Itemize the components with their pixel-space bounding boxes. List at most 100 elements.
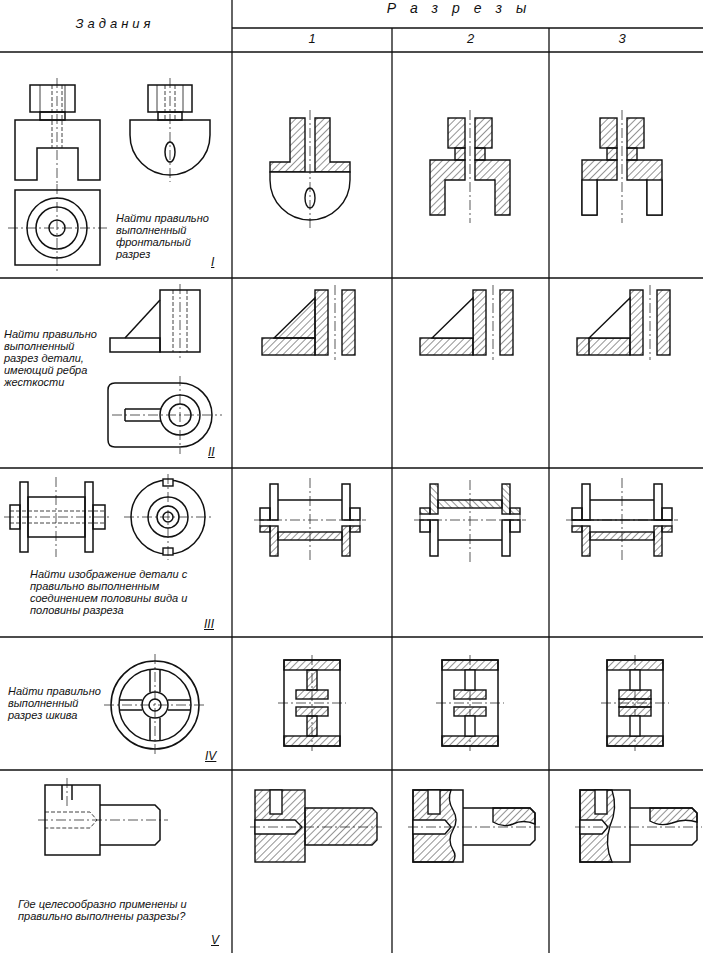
answer-three-sections (254, 478, 678, 562)
task-three-views-part (10, 511, 105, 512)
answer-five-sections-part-part (250, 827, 382, 828)
task-one-views-part (40, 85, 41, 112)
task-one-views-part (170, 78, 171, 182)
answer-four-sections (278, 655, 669, 751)
task-one-views-part (157, 85, 158, 112)
task-five-view (38, 778, 168, 855)
answer-five-sections (250, 790, 702, 862)
answer-five-sections-part-part (413, 790, 463, 862)
answer-four-sections-part (601, 655, 669, 751)
answer-two-sections-part-part (420, 285, 513, 360)
answer-four-sections-part (278, 655, 346, 751)
answer-five-sections-part-part (270, 790, 282, 814)
task-text: Найти правильно выполненный фронтальный … (116, 212, 226, 260)
answer-one-sections-part (270, 110, 350, 228)
task-four-view-part (119, 699, 142, 701)
task-two-views-part (173, 290, 174, 352)
task-five-view-part (71, 785, 73, 800)
task-text: Найти изображение детали с правильно вып… (30, 568, 212, 616)
answer-five-sections-part-part (413, 790, 456, 862)
answer-one-sections (270, 110, 662, 228)
task-one-views-part (40, 112, 65, 120)
task-four-view-part (155, 654, 156, 756)
answer-four-sections-part-part (278, 655, 346, 751)
answer-four-sections-part-part (436, 655, 504, 751)
task-one-views-part (8, 228, 107, 229)
answer-three-sections-part (254, 478, 366, 562)
task-one-views-part (62, 85, 63, 148)
task-number: III (204, 618, 230, 630)
task-four-view-part (159, 669, 161, 692)
answer-five-sections-part-part (650, 808, 697, 825)
answer-four-sections-part-part (307, 670, 317, 690)
answer-five-sections-part (408, 790, 540, 862)
task-number: I (211, 256, 229, 268)
task-two-views-part (108, 383, 212, 447)
answer-five-sections-part-part (428, 790, 440, 814)
answer-four-sections-part-part (465, 716, 475, 736)
column-header: Задания (20, 18, 210, 30)
task-four-view-part (119, 709, 142, 711)
answer-four-sections-part-part (630, 670, 640, 690)
answer-two-sections-part-part (432, 298, 473, 338)
task-two-views-part (125, 420, 161, 422)
task-three-views-part (168, 474, 169, 560)
task-five-view-part (61, 785, 63, 800)
table-grid-part (0, 769, 703, 770)
table-grid-part (548, 28, 549, 953)
answer-one-sections-part (647, 180, 662, 215)
task-one-views-part (165, 85, 166, 120)
answer-five-sections-part-part (580, 790, 630, 862)
column-number: 2 (392, 33, 549, 45)
task-five-view-part (45, 785, 100, 855)
answer-five-sections-part-part (493, 808, 535, 826)
answer-two-sections-part (577, 285, 670, 360)
answer-three-sections-part (414, 478, 526, 562)
task-two-views-part (125, 408, 161, 410)
answer-five-sections-part-part (595, 790, 607, 814)
table-grid-part (231, 0, 232, 953)
answer-five-sections-part (575, 790, 702, 862)
answer-one-sections-part-part (270, 118, 305, 172)
task-four-view-part (159, 718, 161, 741)
task-three-views-part (10, 523, 105, 524)
task-two-views-part (180, 376, 181, 454)
task-four-view-part (168, 709, 191, 711)
answer-two-sections-part-part (274, 298, 315, 338)
answer-two-sections-part (420, 285, 513, 360)
table-grid-part (391, 28, 392, 953)
task-two-views-part (180, 284, 181, 358)
task-one-views-part (15, 120, 100, 180)
task-one-views-part (52, 85, 53, 148)
task-five-view-part (100, 805, 160, 845)
answer-two-sections-part-part (588, 338, 590, 355)
task-five-view-part (38, 820, 168, 821)
task-four-view-part (149, 669, 151, 692)
answer-four-sections-part-part (307, 716, 317, 736)
answer-two-sections-part-part (577, 285, 670, 360)
answer-three-sections-part (566, 478, 678, 562)
task-two-views-part (110, 338, 160, 352)
column-number: 3 (545, 33, 699, 45)
task-two-views-part (187, 290, 188, 352)
answer-five-sections-part-part (463, 808, 535, 845)
answer-one-sections-part-part (310, 110, 311, 228)
answer-four-sections-part-part (630, 716, 640, 736)
answer-five-sections-part-part (630, 808, 697, 845)
answer-four-sections-part-part (465, 670, 475, 690)
answer-two-sections-part-part (589, 298, 630, 338)
task-one-views-part (57, 184, 58, 272)
task-three-views-part (4, 517, 111, 518)
task-one-views-part (30, 85, 75, 112)
answer-five-sections-part (250, 790, 382, 862)
task-four-view (104, 654, 206, 756)
task-two-views-part (112, 415, 222, 416)
table-grid-part (0, 277, 703, 278)
answer-one-sections-part (430, 110, 510, 223)
answer-two-sections-part (262, 285, 355, 360)
answer-four-sections-part-part (601, 655, 669, 751)
task-one-views-part (183, 85, 184, 112)
table-grid-part (0, 467, 703, 468)
